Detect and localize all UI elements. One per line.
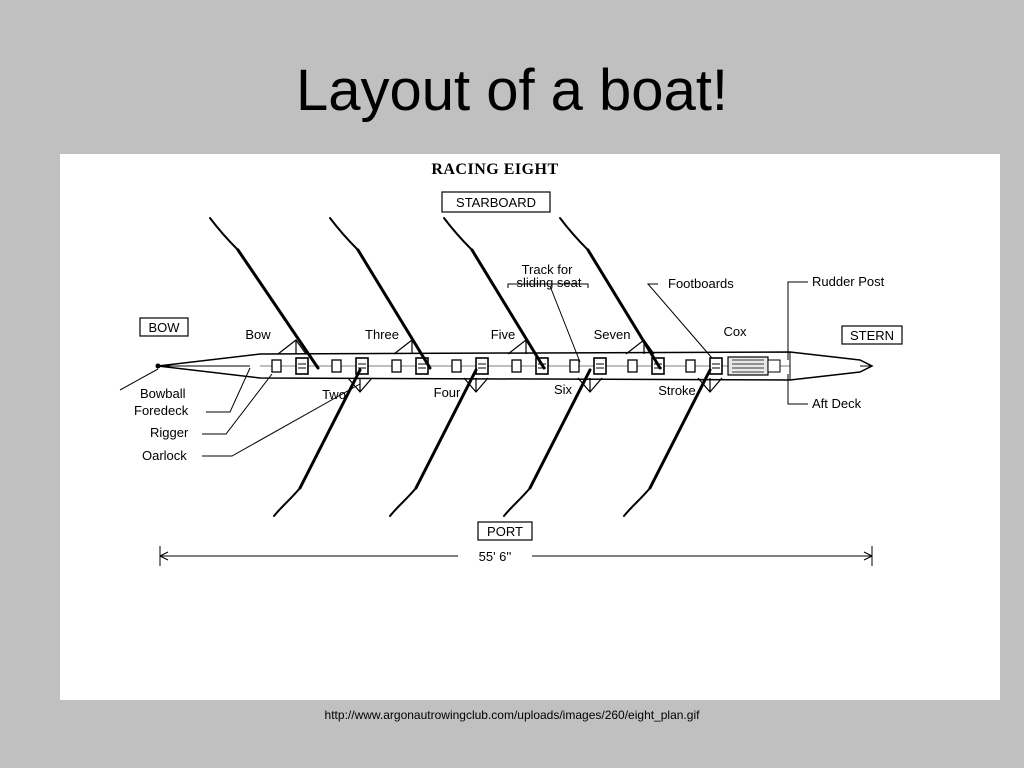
seat-stations bbox=[271, 357, 723, 375]
seat-station bbox=[451, 357, 489, 375]
seat-label-three: Three bbox=[365, 327, 399, 342]
seat-label-six: Six bbox=[554, 382, 573, 397]
diagram-title: RACING EIGHT bbox=[431, 161, 558, 178]
length-dimension bbox=[159, 546, 873, 566]
port-label: PORT bbox=[487, 524, 523, 539]
seat-label-seven: Seven bbox=[594, 327, 631, 342]
source-url: http://www.argonautrowingclub.com/upload… bbox=[324, 708, 700, 722]
seat-station bbox=[569, 357, 607, 375]
seat-label-cox: Cox bbox=[723, 324, 747, 339]
part-label-foredeck: Foredeck bbox=[134, 403, 189, 418]
part-label-footboards: Footboards bbox=[668, 276, 734, 291]
racing-eight-diagram: RACING EIGHT STARBOARD BOW STERN PORT bbox=[60, 154, 1000, 700]
bowball-mark bbox=[155, 363, 161, 369]
seat-station bbox=[685, 357, 723, 375]
part-label-track-line2: sliding seat bbox=[516, 275, 581, 290]
starboard-box bbox=[441, 191, 551, 213]
part-label-bowball: Bowball bbox=[140, 386, 186, 401]
seat-label-four: Four bbox=[434, 385, 461, 400]
diagram-canvas: RACING EIGHT STARBOARD BOW STERN PORT bbox=[119, 161, 903, 566]
part-label-track-line1: Track for bbox=[522, 262, 573, 277]
seat-label-stroke: Stroke bbox=[658, 383, 696, 398]
slide-title: Layout of a boat! bbox=[295, 58, 729, 123]
starboard-label: STARBOARD bbox=[456, 195, 536, 210]
port-box bbox=[477, 521, 533, 541]
seat-label-two: Two bbox=[322, 387, 346, 402]
bow-label: BOW bbox=[148, 320, 180, 335]
stern-box bbox=[841, 325, 903, 345]
part-label-aft-deck: Aft Deck bbox=[812, 396, 862, 411]
part-label-rigger: Rigger bbox=[150, 425, 189, 440]
part-label-rudder-post: Rudder Post bbox=[812, 274, 885, 289]
bow-box bbox=[139, 317, 189, 337]
seat-label-five: Five bbox=[491, 327, 516, 342]
length-label: 55' 6'' bbox=[479, 549, 512, 564]
part-label-oarlock: Oarlock bbox=[142, 448, 187, 463]
seat-label-bow: Bow bbox=[245, 327, 271, 342]
seat-station bbox=[271, 357, 309, 375]
leader-lines bbox=[119, 281, 808, 457]
starboard-oars bbox=[209, 217, 662, 370]
riggers bbox=[277, 339, 723, 393]
stern-label: STERN bbox=[850, 328, 894, 343]
